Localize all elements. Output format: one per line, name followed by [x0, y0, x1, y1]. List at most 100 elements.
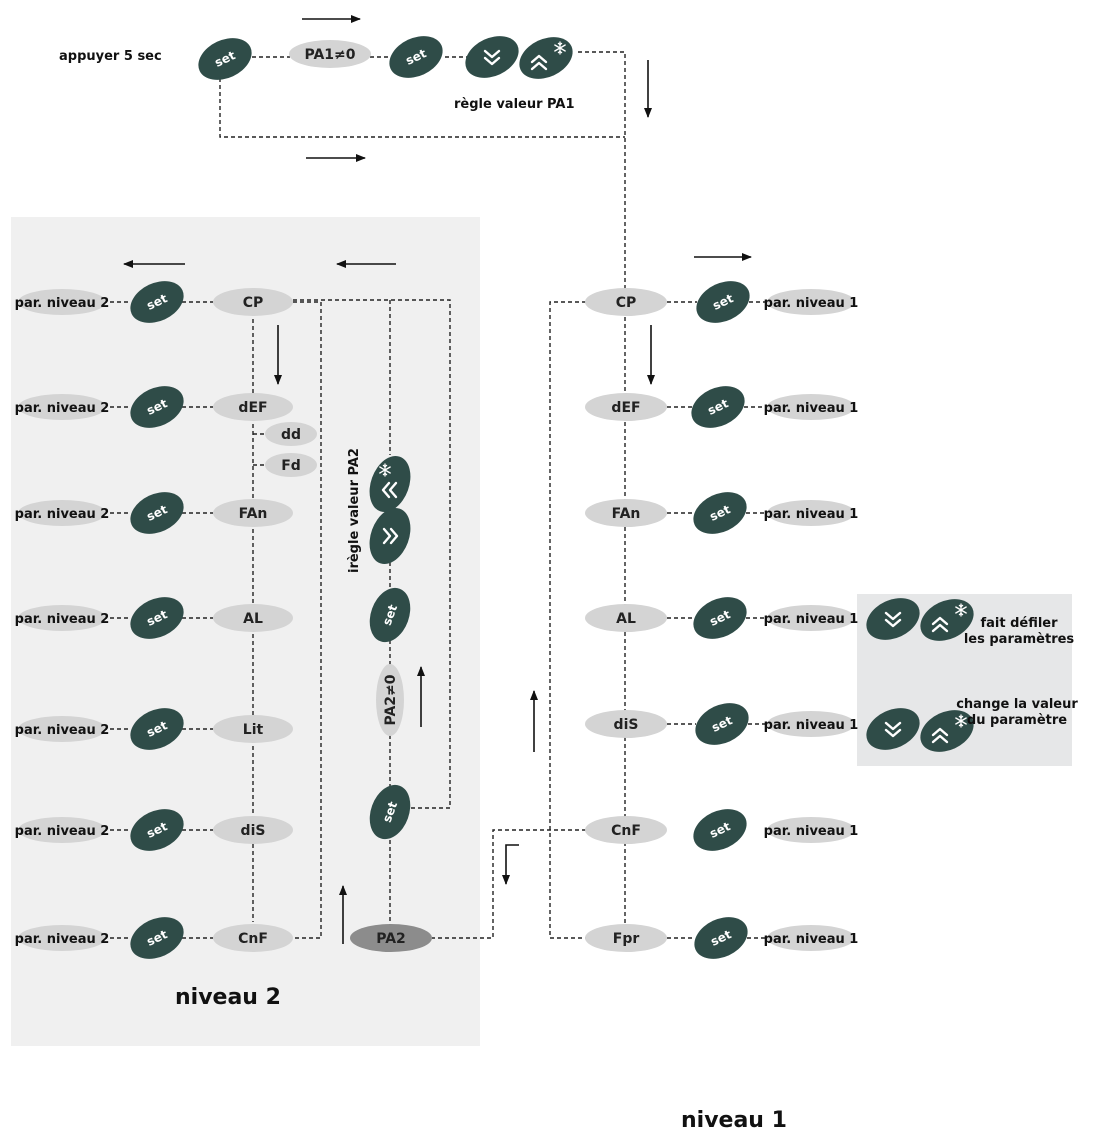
set-button[interactable]: set	[124, 700, 191, 758]
svg-text:set: set	[380, 602, 400, 627]
param-node-al: AL	[585, 604, 667, 632]
svg-text:dd: dd	[281, 427, 301, 443]
set-button[interactable]: set	[687, 801, 754, 859]
param-node-fpr: Fpr	[585, 924, 667, 952]
svg-text:FAn: FAn	[239, 506, 268, 522]
left-snowflake-button[interactable]	[362, 450, 418, 517]
legend-change-line2: du paramètre	[967, 713, 1067, 728]
svg-text:par. niveau 2: par. niveau 2	[15, 612, 110, 627]
svg-text:par. niveau 2: par. niveau 2	[15, 824, 110, 839]
set-button[interactable]: set	[124, 378, 191, 436]
svg-text:par. niveau 2: par. niveau 2	[15, 723, 110, 738]
sub-param-fd: Fd	[265, 453, 317, 477]
param-node-cp: CP	[585, 288, 667, 316]
svg-text:AL: AL	[616, 611, 636, 627]
par-level1-label: par. niveau 1	[764, 394, 858, 420]
set-button[interactable]: set	[192, 30, 259, 88]
par-level1-label: par. niveau 1	[764, 289, 859, 315]
set-button[interactable]: set	[124, 801, 191, 859]
chevron-down-icon	[483, 49, 501, 66]
param-node-def: dEF	[213, 393, 293, 421]
level2-title: niveau 2	[175, 985, 281, 1010]
svg-text:par. niveau 1: par. niveau 1	[764, 932, 859, 947]
set-button[interactable]: set	[124, 909, 191, 967]
svg-text:dEF: dEF	[238, 400, 267, 416]
set-button[interactable]: set	[383, 28, 450, 86]
press-label: appuyer 5 sec	[59, 49, 162, 64]
svg-text:par. niveau 1: par. niveau 1	[764, 718, 859, 733]
set-button[interactable]: set	[690, 273, 757, 331]
par-level2-label: par. niveau 2	[15, 605, 110, 631]
par-level2-label: par. niveau 2	[15, 394, 109, 420]
param-node-def: dEF	[585, 393, 667, 421]
legend-down-button	[866, 708, 920, 750]
par-level1-label: par. niveau 1	[764, 605, 858, 631]
set-button[interactable]: set	[687, 484, 754, 542]
pa2-pill: PA2≠0	[376, 664, 404, 736]
up-snowflake-button[interactable]	[512, 28, 579, 87]
set-button[interactable]: set	[363, 779, 418, 845]
svg-text:AL: AL	[243, 611, 263, 627]
svg-text:CnF: CnF	[611, 823, 641, 839]
legend-scroll-line2: les paramètres	[964, 632, 1075, 647]
svg-text:par. niveau 2: par. niveau 2	[15, 296, 110, 311]
par-level2-label: par. niveau 2	[15, 500, 110, 526]
legend-change-line1: change la valeur	[956, 697, 1078, 712]
chevron-left-snowflake-icon	[379, 463, 398, 499]
svg-text:par. niveau 2: par. niveau 2	[15, 507, 110, 522]
param-node-al: AL	[213, 604, 293, 632]
param-node-cnf: CnF	[213, 924, 293, 952]
svg-text:Lit: Lit	[243, 722, 264, 738]
svg-text:Fpr: Fpr	[613, 931, 640, 947]
par-level1-label: par. niveau 1	[764, 817, 858, 843]
set-button[interactable]: set	[363, 582, 418, 648]
chevron-down-icon	[884, 721, 902, 738]
svg-text:PA2: PA2	[376, 931, 406, 947]
legend-up-snowflake-button	[920, 599, 974, 641]
par-level2-label: par. niveau 2	[15, 716, 110, 742]
chevron-up-snowflake-icon	[931, 714, 967, 744]
svg-text:par. niveau 1: par. niveau 1	[764, 296, 859, 311]
set-button[interactable]: set	[124, 484, 191, 542]
right-button[interactable]	[362, 502, 418, 569]
svg-text:FAn: FAn	[612, 506, 641, 522]
par-level1-label: par. niveau 1	[764, 500, 858, 526]
svg-text:dEF: dEF	[611, 400, 640, 416]
svg-text:par. niveau 2: par. niveau 2	[15, 932, 110, 947]
chevron-down-icon	[884, 611, 902, 628]
set-button[interactable]: set	[124, 589, 191, 647]
param-node-dis: diS	[213, 816, 293, 844]
par-level1-label: par. niveau 1	[764, 711, 859, 737]
chevron-up-snowflake-icon	[530, 41, 566, 71]
svg-text:CP: CP	[243, 295, 264, 311]
param-node-cnf: CnF	[585, 816, 667, 844]
svg-text:set: set	[380, 799, 400, 824]
set-button[interactable]: set	[124, 273, 191, 331]
set-button[interactable]: set	[685, 378, 752, 436]
svg-text:PA1≠0: PA1≠0	[304, 47, 355, 63]
level1-title: niveau 1	[681, 1108, 787, 1133]
pa2-caption: irègle valeur PA2	[347, 448, 362, 573]
pa2-node: PA2	[350, 924, 432, 952]
set-button[interactable]: set	[689, 695, 756, 753]
param-node-lit: Lit	[213, 715, 293, 743]
svg-text:PA2≠0: PA2≠0	[383, 674, 399, 725]
legend-down-button	[866, 598, 920, 640]
param-node-fan: FAn	[585, 499, 667, 527]
par-level2-label: par. niveau 2	[15, 817, 110, 843]
down-button[interactable]	[459, 28, 526, 86]
set-button[interactable]: set	[688, 909, 755, 967]
svg-text:diS: diS	[241, 823, 266, 839]
sub-param-dd: dd	[265, 422, 317, 446]
svg-text:Fd: Fd	[281, 458, 301, 474]
set-button[interactable]: set	[687, 589, 754, 647]
arrow-down-turn	[502, 844, 519, 885]
svg-text:CnF: CnF	[238, 931, 268, 947]
par-level2-label: par. niveau 2	[15, 925, 110, 951]
param-node-fan: FAn	[213, 499, 293, 527]
param-node-dis: diS	[585, 710, 667, 738]
direction-arrows	[123, 15, 752, 944]
svg-text:diS: diS	[614, 717, 639, 733]
pa1-caption: règle valeur PA1	[454, 97, 575, 112]
